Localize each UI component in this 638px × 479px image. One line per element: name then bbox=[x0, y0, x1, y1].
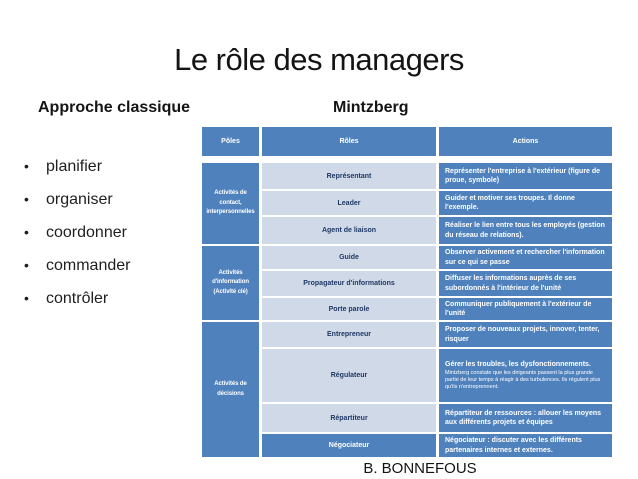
pole-cell: Activités de décisions bbox=[202, 322, 259, 457]
action-text: Observer activement et rechercher l'info… bbox=[445, 249, 605, 266]
action-cell: Gérer les troubles, les dysfonctionnemen… bbox=[439, 349, 612, 402]
action-note: Mintzberg constate que les dirigeants pa… bbox=[445, 369, 601, 391]
header-cell-roles: Rôles bbox=[262, 127, 436, 156]
role-cell: Représentant bbox=[262, 163, 436, 189]
role-cell: Leader bbox=[262, 191, 436, 215]
bullet-item: • commander bbox=[24, 257, 130, 290]
bullet-icon: • bbox=[24, 191, 29, 207]
bullet-icon: • bbox=[24, 224, 29, 240]
action-text: Réaliser le lien entre tous les employés… bbox=[445, 222, 605, 239]
action-text: Diffuser les informations auprès de ses … bbox=[445, 275, 577, 292]
action-text: Communiquer publiquement à l'extérieur d… bbox=[445, 300, 592, 317]
role-cell: Négociateur bbox=[262, 434, 436, 457]
role-cell: Guide bbox=[262, 246, 436, 269]
pole-cell: Activités de contact, interpersonnelles bbox=[202, 163, 259, 244]
header-cell-poles: Pôles bbox=[202, 127, 259, 156]
action-cell: Diffuser les informations auprès de ses … bbox=[439, 271, 612, 296]
bullet-icon: • bbox=[24, 290, 29, 306]
action-cell: Proposer de nouveaux projets, innover, t… bbox=[439, 322, 612, 347]
action-cell: Observer activement et rechercher l'info… bbox=[439, 246, 612, 269]
action-text: Négociateur : discuter avec les différen… bbox=[445, 437, 582, 454]
action-cell: Réaliser le lien entre tous les employés… bbox=[439, 217, 612, 244]
action-cell: Négociateur : discuter avec les différen… bbox=[439, 434, 612, 457]
classique-bullet-list: • planifier • organiser • coordonner • commande… bbox=[24, 158, 130, 323]
header-cell-actions: Actions bbox=[439, 127, 612, 156]
bullet-icon: • bbox=[24, 158, 29, 174]
bullet-item: • coordonner bbox=[24, 224, 130, 257]
bullet-label: commander bbox=[46, 257, 131, 274]
action-cell: Guider et motiver ses troupes. Il donne … bbox=[439, 191, 612, 215]
role-cell: Agent de liaison bbox=[262, 217, 436, 244]
table-header-row: Pôles Rôles Actions bbox=[202, 127, 612, 156]
mintzberg-table: Pôles Rôles Actions Activités de contact… bbox=[202, 127, 612, 457]
action-text: Gérer les troubles, les dysfonctionnemen… bbox=[445, 360, 591, 368]
action-text: Proposer de nouveaux projets, innover, t… bbox=[445, 326, 600, 343]
action-text: Guider et motiver ses troupes. Il donne … bbox=[445, 194, 575, 211]
action-cell: Représenter l'entreprise à l'extérieur (… bbox=[439, 163, 612, 189]
bullet-label: organiser bbox=[46, 191, 113, 208]
role-cell: Porte parole bbox=[262, 298, 436, 320]
bullet-label: contrôler bbox=[46, 290, 109, 307]
role-cell: Propagateur d'informations bbox=[262, 271, 436, 296]
role-cell: Répartiteur bbox=[262, 404, 436, 432]
bullet-icon: • bbox=[24, 257, 29, 273]
heading-approche-classique: Approche classique bbox=[38, 99, 191, 116]
bullet-label: coordonner bbox=[46, 224, 127, 241]
heading-mintzberg: Mintzberg bbox=[333, 99, 409, 116]
bullet-label: planifier bbox=[46, 158, 103, 175]
bullet-item: • organiser bbox=[24, 191, 130, 224]
role-cell: Entrepreneur bbox=[262, 322, 436, 347]
pole-cell: Activités d'information (Activité clé) bbox=[202, 246, 259, 320]
bullet-item: • contrôler bbox=[24, 290, 130, 323]
role-cell: Régulateur bbox=[262, 349, 436, 402]
bullet-item: • planifier bbox=[24, 158, 130, 191]
action-cell: Communiquer publiquement à l'extérieur d… bbox=[439, 298, 612, 320]
action-text: Répartiteur de ressources : allouer les … bbox=[445, 409, 602, 426]
slide-title: Le rôle des managers bbox=[174, 42, 464, 77]
action-cell: Répartiteur de ressources : allouer les … bbox=[439, 404, 612, 432]
slide-footer: B. BONNEFOUS bbox=[363, 460, 477, 477]
action-text: Représenter l'entreprise à l'extérieur (… bbox=[445, 167, 601, 184]
